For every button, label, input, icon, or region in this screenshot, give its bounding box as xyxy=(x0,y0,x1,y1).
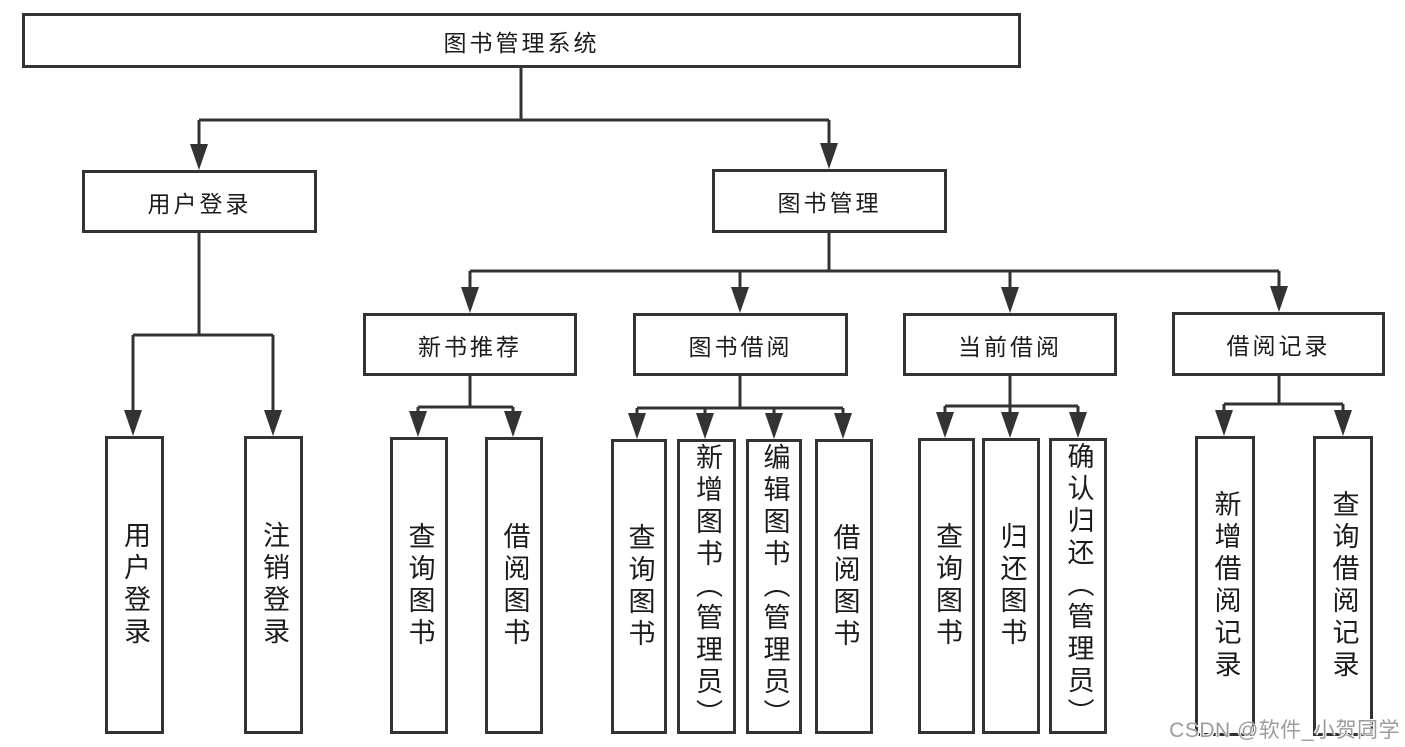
node-root: 图书管理系统 xyxy=(22,13,1021,68)
node-bb-query-book: 查询图书 xyxy=(611,439,667,734)
node-leaf-user-login: 用户登录 xyxy=(105,436,164,734)
node-br-query-record: 查询借阅记录 xyxy=(1313,436,1373,736)
node-book-mgmt: 图书管理 xyxy=(712,169,947,233)
node-leaf-logout: 注销登录 xyxy=(244,436,303,734)
node-new-book-rec: 新书推荐 xyxy=(363,313,577,376)
node-cb-return-book: 归还图书 xyxy=(982,438,1040,734)
node-current-borrow: 当前借阅 xyxy=(903,313,1117,376)
node-bb-add-book: 新增图书（管理员） xyxy=(677,439,736,734)
node-book-borrow: 图书借阅 xyxy=(633,313,848,376)
node-rec-borrow-book: 借阅图书 xyxy=(485,437,543,734)
node-cb-query-book: 查询图书 xyxy=(918,438,975,734)
node-borrow-records: 借阅记录 xyxy=(1172,312,1385,376)
node-user-login: 用户登录 xyxy=(82,170,317,233)
node-rec-query-book: 查询图书 xyxy=(390,437,448,734)
node-cb-confirm-return: 确认归还（管理员） xyxy=(1049,438,1107,734)
node-bb-edit-book: 编辑图书（管理员） xyxy=(746,439,802,734)
node-br-add-record: 新增借阅记录 xyxy=(1195,436,1255,736)
csdn-watermark: CSDN @软件_小贺同学 xyxy=(1169,719,1400,742)
node-bb-borrow-book: 借阅图书 xyxy=(815,439,873,734)
